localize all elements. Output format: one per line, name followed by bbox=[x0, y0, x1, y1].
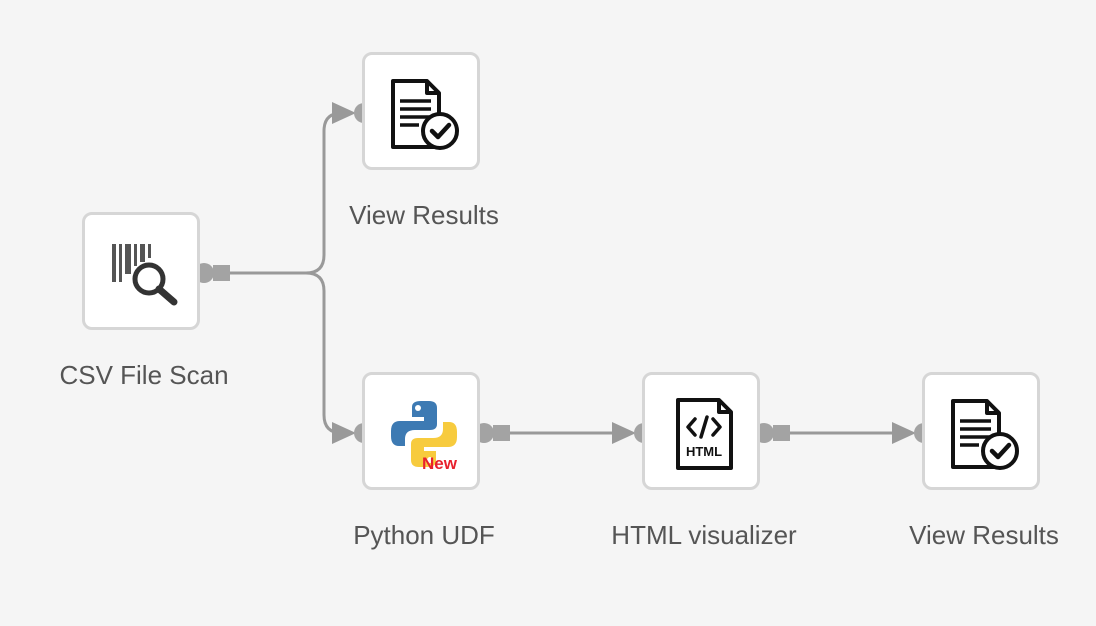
node-csv-file-scan[interactable] bbox=[82, 212, 200, 330]
html-icon-text: HTML bbox=[685, 444, 723, 459]
node-view-results-bottom[interactable] bbox=[922, 372, 1040, 490]
document-check-icon bbox=[391, 79, 459, 150]
node-label: View Results bbox=[349, 200, 499, 230]
node-python-udf[interactable]: New bbox=[362, 372, 480, 490]
edge-arrowhead bbox=[612, 422, 636, 444]
edge-arrowhead bbox=[892, 422, 916, 444]
output-port-square bbox=[493, 425, 510, 441]
edge-csv-to-python-udf[interactable] bbox=[222, 271, 346, 435]
output-port-square bbox=[213, 265, 230, 281]
edge-csv-to-view-results[interactable] bbox=[222, 111, 346, 275]
edge-arrowhead bbox=[332, 102, 356, 124]
document-check-icon bbox=[951, 399, 1019, 470]
new-badge: New bbox=[422, 454, 457, 473]
barcode-search-icon bbox=[112, 244, 178, 306]
node-view-results-top[interactable] bbox=[362, 52, 480, 170]
python-icon bbox=[391, 401, 457, 467]
node-html-visualizer[interactable]: HTML bbox=[642, 372, 760, 490]
node-label: HTML visualizer bbox=[611, 520, 797, 550]
edge-arrowhead bbox=[332, 422, 356, 444]
node-label: CSV File Scan bbox=[59, 360, 229, 390]
node-label: View Results bbox=[909, 520, 1059, 550]
node-label: Python UDF bbox=[353, 520, 495, 550]
output-port-square bbox=[773, 425, 790, 441]
html-file-icon bbox=[676, 398, 733, 470]
